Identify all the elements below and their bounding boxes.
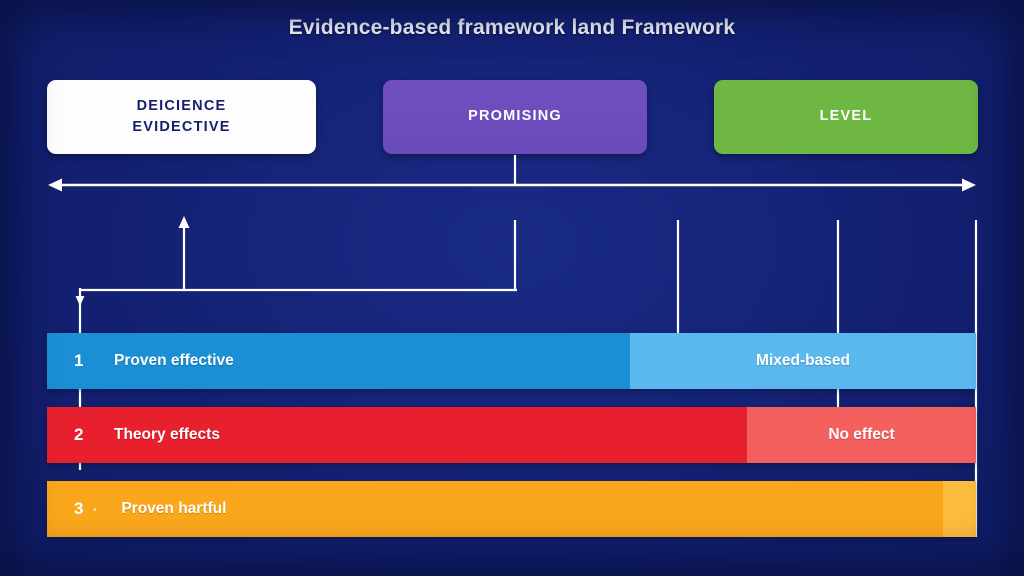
table-row[interactable]: 2 Theory effects No effect	[47, 407, 976, 463]
row-label: Proven effective	[114, 352, 234, 369]
row-index: 1	[74, 351, 84, 370]
table-row[interactable]: 1 Proven effective Mixed-based	[47, 333, 976, 389]
category-label-line-1: DEICIENCE	[136, 97, 227, 114]
category-label-level: LEVEL	[819, 108, 873, 125]
bar-segment-secondary[interactable]: No effect	[747, 407, 976, 463]
category-label-promising: PROMISING	[468, 108, 562, 125]
category-box-level[interactable]: LEVEL	[714, 80, 978, 154]
row-index: 3	[74, 499, 84, 518]
category-box-deicience[interactable]: DEICIENCE EVIDECTIVE	[47, 80, 316, 154]
row-label: Proven hartful	[121, 500, 227, 517]
bar-segment-main[interactable]: 1 Proven effective	[47, 333, 630, 389]
category-label-line-2: EVIDECTIVE	[132, 119, 231, 135]
bar-segment-label: No effect	[828, 426, 895, 443]
bar-segment-main[interactable]: 2 Theory effects	[47, 407, 747, 463]
table-row[interactable]: 3 · Proven hartful	[47, 481, 976, 537]
category-box-promising[interactable]: PROMISING	[383, 80, 647, 154]
bar-segment-label: Mixed-based	[756, 352, 850, 369]
bar-segment-secondary[interactable]: Mixed-based	[630, 333, 976, 389]
bar-segment-main[interactable]: 3 · Proven hartful	[47, 481, 943, 537]
row-label: Theory effects	[114, 426, 220, 443]
page-title: Evidence-based framework land Framework	[288, 16, 736, 39]
row-index: 2	[74, 425, 84, 444]
row-index-dash: ·	[93, 501, 98, 517]
bar-segment-secondary[interactable]	[943, 481, 976, 537]
